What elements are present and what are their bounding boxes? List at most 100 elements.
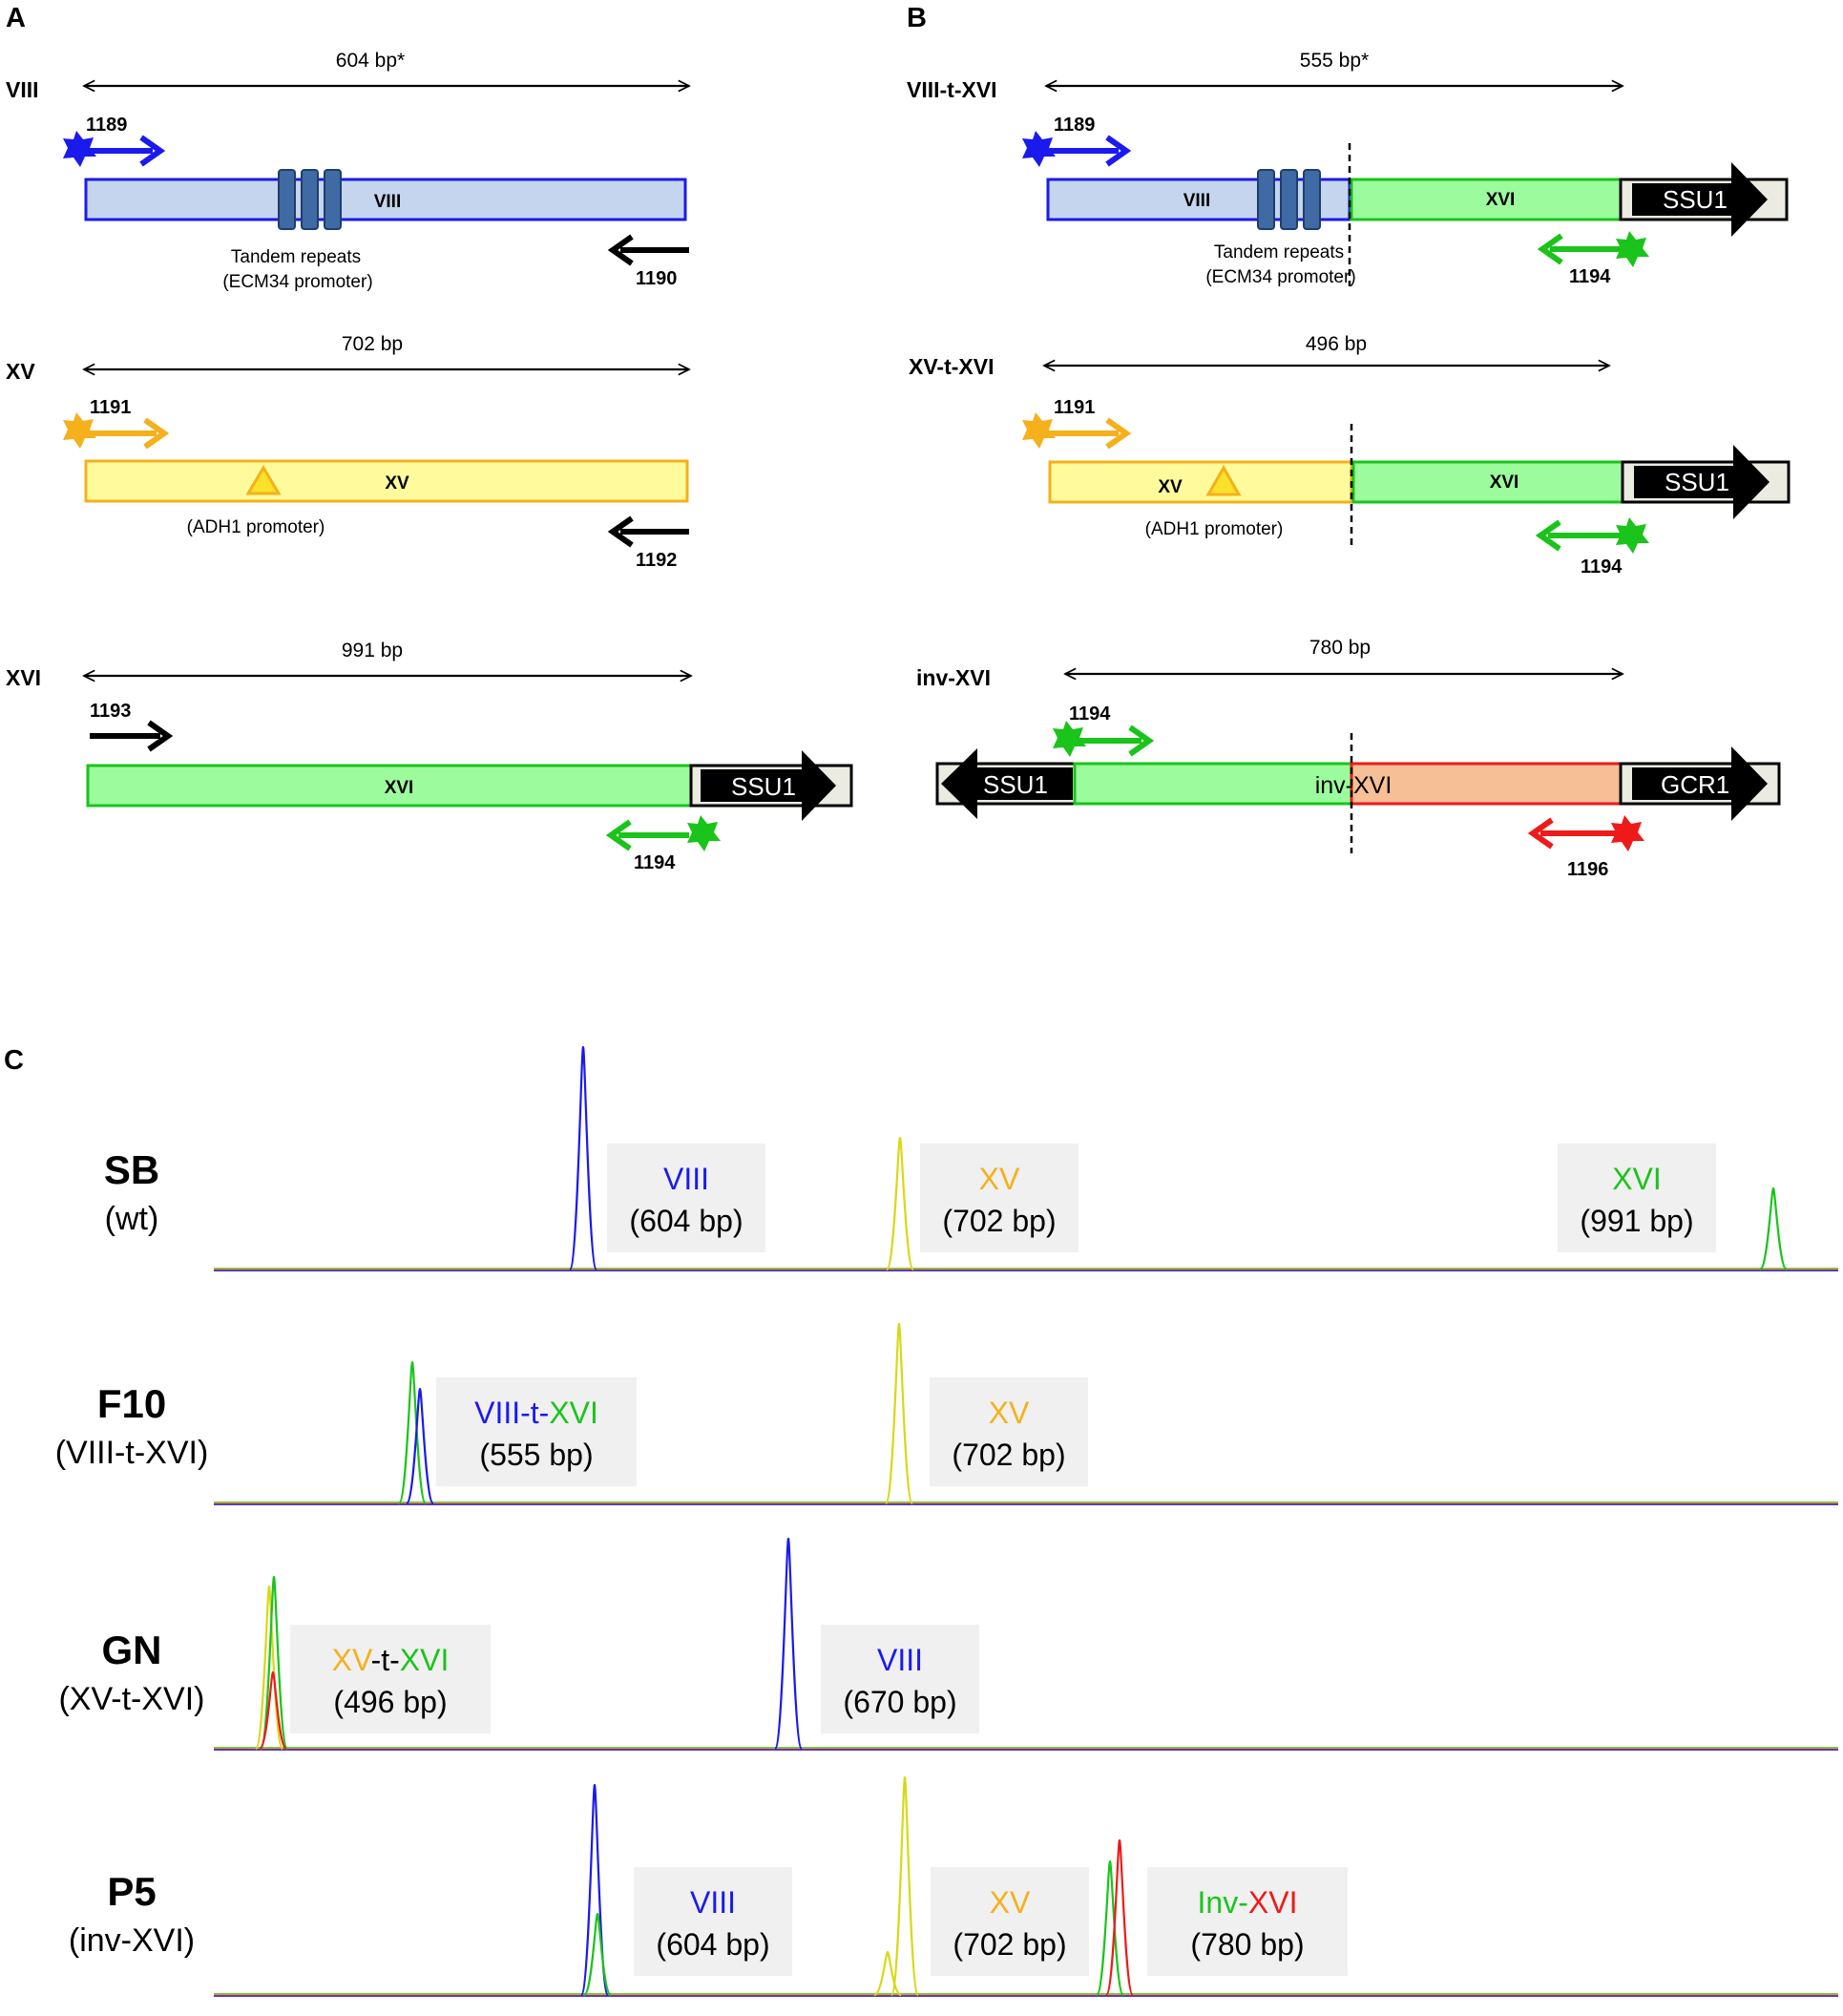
peak-label-box	[930, 1377, 1088, 1486]
peak-name-part: Inv-	[1198, 1885, 1248, 1920]
trace-peak	[885, 1136, 915, 1271]
peak-label-box	[920, 1144, 1079, 1252]
panel-letter-a: A	[6, 3, 26, 33]
arrow-head-icon	[1128, 724, 1155, 757]
gene-arrow-icon	[1632, 162, 1768, 237]
box-label: VIII	[1183, 191, 1211, 211]
peak-size: (702 bp)	[942, 1204, 1056, 1238]
peak-name: VIII-t-XVI	[474, 1396, 598, 1430]
strain-label: GN	[102, 1628, 162, 1672]
length-label: 991 bp	[342, 640, 403, 662]
trace-peak	[884, 1322, 914, 1505]
note-label: (ADH1 promoter)	[1145, 519, 1284, 539]
peak-name: VIII	[663, 1162, 709, 1196]
chromosome-box-xv	[1048, 460, 1353, 504]
arrow-head-icon	[1105, 135, 1132, 167]
star-icon	[1053, 721, 1086, 757]
segment-label-viii-t-xvi: VIII-t-XVI	[907, 77, 997, 102]
genotype-label: (wt)	[105, 1201, 159, 1237]
primer-label: 1192	[636, 550, 677, 571]
gene-label: SSU1	[731, 772, 796, 801]
peak-name-part: -t-	[371, 1643, 400, 1677]
length-label: 604 bp*	[336, 50, 405, 72]
length-label: 702 bp	[342, 333, 403, 355]
peak-size: (702 bp)	[952, 1438, 1065, 1472]
primer-label: 1190	[636, 268, 677, 289]
star-icon	[1611, 815, 1644, 851]
trace-peak	[773, 1537, 804, 1751]
peak-name: XV	[989, 1396, 1030, 1430]
box-label: VIII	[374, 192, 402, 212]
peak-name-part: XVI	[1612, 1162, 1662, 1196]
box-label: XVI	[1486, 190, 1516, 210]
arrow-head-icon	[1535, 519, 1561, 552]
box-label: XVI	[1490, 472, 1519, 493]
panel-b-viii-t-xvi: VIII-t-XVI 555 bp* 1189 VIII XVI SSU1 Ta…	[907, 50, 1789, 287]
peak-label-box	[931, 1867, 1089, 1976]
gene-label: SSU1	[983, 770, 1048, 799]
genotype-label: (inv-XVI)	[69, 1922, 195, 1959]
peak-size: (702 bp)	[953, 1927, 1066, 1962]
peak-name-part: XVI	[400, 1643, 450, 1677]
trace-peak	[258, 1670, 288, 1751]
strain-label: P5	[107, 1869, 156, 1914]
trace-peak	[1095, 1859, 1125, 1997]
box-label: inv-XVI	[1315, 772, 1393, 799]
trace-peak	[405, 1387, 435, 1505]
tandem-repeat	[278, 169, 296, 230]
peak-name-part: -t-	[520, 1396, 549, 1430]
primer-label: 1193	[90, 701, 131, 722]
arrow-head-icon	[1527, 817, 1554, 850]
arrow-head-icon	[607, 515, 634, 548]
arrow-head-icon	[607, 234, 634, 266]
peak-label-box	[1558, 1144, 1716, 1252]
gene-arrow-icon	[1632, 746, 1768, 821]
peak-size: (670 bp)	[843, 1685, 956, 1719]
strain-label: SB	[104, 1147, 159, 1192]
tandem-repeat	[1303, 169, 1321, 230]
arrow-head-icon	[1105, 417, 1132, 450]
peak-size: (604 bp)	[629, 1204, 743, 1238]
chromosome-box	[84, 178, 687, 221]
star-icon	[687, 815, 721, 851]
trace-peak	[254, 1585, 284, 1751]
peak-name-part: XVI	[1248, 1885, 1298, 1920]
panel-a-xvi: XVI 991 bp 1193 XVI SSU1 1194	[6, 640, 853, 873]
peak-label-box	[290, 1625, 491, 1733]
peak-label-box	[821, 1625, 979, 1733]
peak-name-part: VIII	[877, 1643, 923, 1677]
star-icon	[63, 131, 96, 167]
primer-label: 1194	[1569, 266, 1611, 287]
primer-label: 1189	[1054, 115, 1095, 136]
chromosome-box-xvi	[1350, 178, 1623, 221]
genotype-label: (VIII-t-XVI)	[55, 1435, 209, 1471]
box-label: XV	[1158, 477, 1183, 497]
note-label: (ECM34 promoter)	[1205, 267, 1355, 287]
peak-size: (604 bp)	[656, 1927, 769, 1962]
primer-label: 1191	[90, 397, 131, 418]
trace-peak	[1104, 1838, 1135, 1997]
note-label: Tandem repeats	[231, 247, 361, 267]
box-label: XV	[385, 473, 409, 494]
peak-name: Inv-XVI	[1198, 1885, 1298, 1920]
peak-label-box	[607, 1144, 765, 1252]
gene-arrow-icon	[701, 750, 836, 821]
panel-letter-b: B	[907, 3, 927, 33]
length-label: 496 bp	[1306, 333, 1367, 355]
peak-name-part: VIII	[663, 1162, 709, 1196]
chromosome-box-viii	[1046, 178, 1351, 221]
primer-label: 1194	[634, 852, 676, 873]
peak-label-box	[634, 1867, 792, 1976]
electropherogram-panel: SB(wt)VIII(604 bp)XV(702 bp)XVI(991 bp)F…	[55, 1045, 1838, 1997]
segment-label-xv: XV	[6, 359, 35, 384]
tandem-repeat	[1280, 169, 1298, 230]
gene-arrow-icon	[1634, 445, 1770, 519]
arrow-head-icon	[605, 819, 632, 851]
gene-label: GCR1	[1661, 770, 1729, 799]
trace-peak	[582, 1912, 613, 1997]
peak-name-part: VIII	[474, 1396, 520, 1430]
arrow-head-icon	[139, 135, 166, 167]
peak-name-part: XV	[332, 1643, 373, 1677]
length-label: 780 bp	[1309, 637, 1371, 659]
note-label: (ADH1 promoter)	[187, 517, 325, 537]
